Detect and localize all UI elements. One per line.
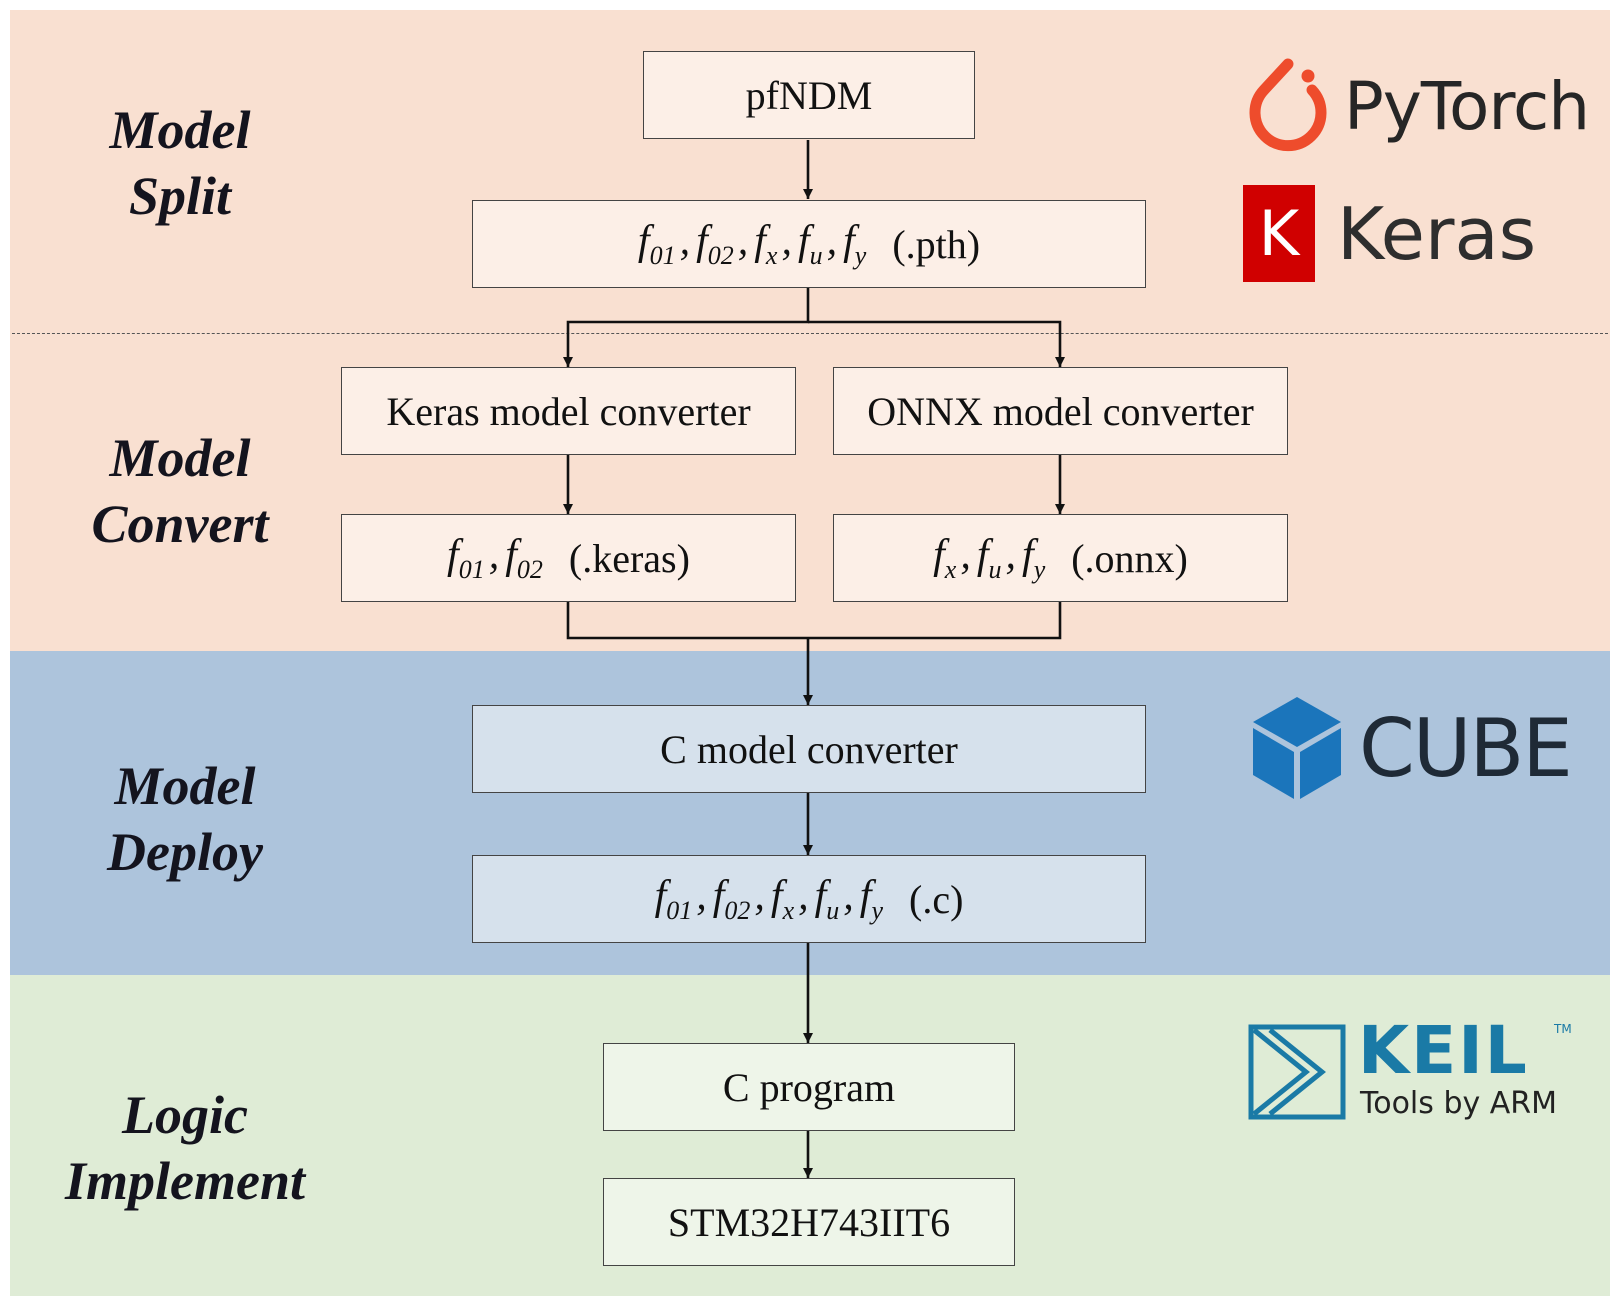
fn-separator: , — [679, 218, 691, 264]
function-term: f01 — [654, 873, 693, 925]
node-mcu: STM32H743IIT6 — [603, 1178, 1015, 1266]
file-extension: (.c) — [909, 876, 964, 922]
pytorch-flame-icon — [1249, 58, 1327, 152]
keil-wordmark: KEIL — [1358, 1012, 1529, 1089]
fn-separator: , — [843, 873, 854, 919]
stage-divider — [12, 333, 1608, 334]
function-term: f02 — [712, 873, 751, 925]
node-pth-models: f01,f02,fx,fu,fy (.pth) — [472, 200, 1146, 288]
fn-separator: , — [737, 218, 749, 264]
keil-chevron-icon — [1248, 1024, 1346, 1120]
file-extension: (.pth) — [892, 221, 981, 267]
function-term: fu — [814, 873, 840, 925]
fn-separator: , — [488, 532, 500, 578]
node-keras-file: f01,f02 (.keras) — [341, 514, 796, 602]
node-c-file: f01,f02,fx,fu,fy (.c) — [472, 855, 1146, 943]
node-keras-converter: Keras model converter — [341, 367, 796, 455]
fn-separator: , — [826, 218, 838, 264]
split-connector — [563, 288, 810, 367]
node-c-converter: C model converter — [472, 705, 1146, 793]
node-onnx-converter: ONNX model converter — [833, 367, 1288, 455]
fn-list: f01,f02,fx,fu,fy — [638, 217, 866, 271]
function-term: fy — [843, 218, 867, 270]
function-term: fy — [1022, 532, 1046, 584]
function-term: fx — [754, 218, 778, 270]
cube-wordmark: CUBE — [1359, 701, 1573, 795]
node-c-program: C program — [603, 1043, 1015, 1131]
fn-separator: , — [960, 532, 971, 578]
keil-tagline: Tools by ARM — [1360, 1086, 1558, 1121]
node-onnx-file: fx,fu,fy (.onnx) — [833, 514, 1288, 602]
function-term: fy — [859, 873, 884, 925]
file-extension: (.keras) — [568, 535, 690, 581]
function-term: f01 — [447, 532, 485, 584]
merge-connector — [566, 602, 1062, 640]
fn-separator: , — [781, 218, 792, 264]
keras-mark-icon: K — [1243, 185, 1315, 282]
node-pfndm: pfNDM — [643, 51, 975, 139]
function-term: fu — [976, 532, 1002, 584]
keil-logo: KEIL TM Tools by ARM — [1248, 1012, 1573, 1121]
function-term: fu — [797, 218, 823, 270]
function-term: f02 — [505, 532, 543, 584]
pytorch-wordmark: PyTorch — [1344, 67, 1590, 145]
fn-separator: , — [798, 873, 809, 919]
keras-logo: K Keras — [1243, 185, 1536, 282]
function-term: fx — [933, 532, 957, 584]
fn-separator: , — [754, 873, 765, 919]
cube-icon — [1253, 697, 1341, 799]
file-extension: (.onnx) — [1071, 535, 1188, 581]
split-connector-right — [808, 320, 1065, 367]
fn-list: f01,f02,fx,fu,fy — [655, 872, 883, 926]
fn-separator: , — [1005, 532, 1017, 578]
fn-list: f01,f02 — [447, 531, 543, 585]
keil-trademark: TM — [1554, 1022, 1572, 1036]
fn-separator: , — [696, 873, 707, 919]
pytorch-logo: PyTorch — [1242, 52, 1590, 160]
keras-wordmark: Keras — [1337, 191, 1537, 276]
function-term: f02 — [696, 218, 734, 270]
function-term: fx — [770, 873, 795, 925]
cube-logo: CUBE — [1250, 694, 1573, 802]
fn-list: fx,fu,fy — [933, 531, 1045, 585]
function-term: f01 — [637, 218, 676, 270]
